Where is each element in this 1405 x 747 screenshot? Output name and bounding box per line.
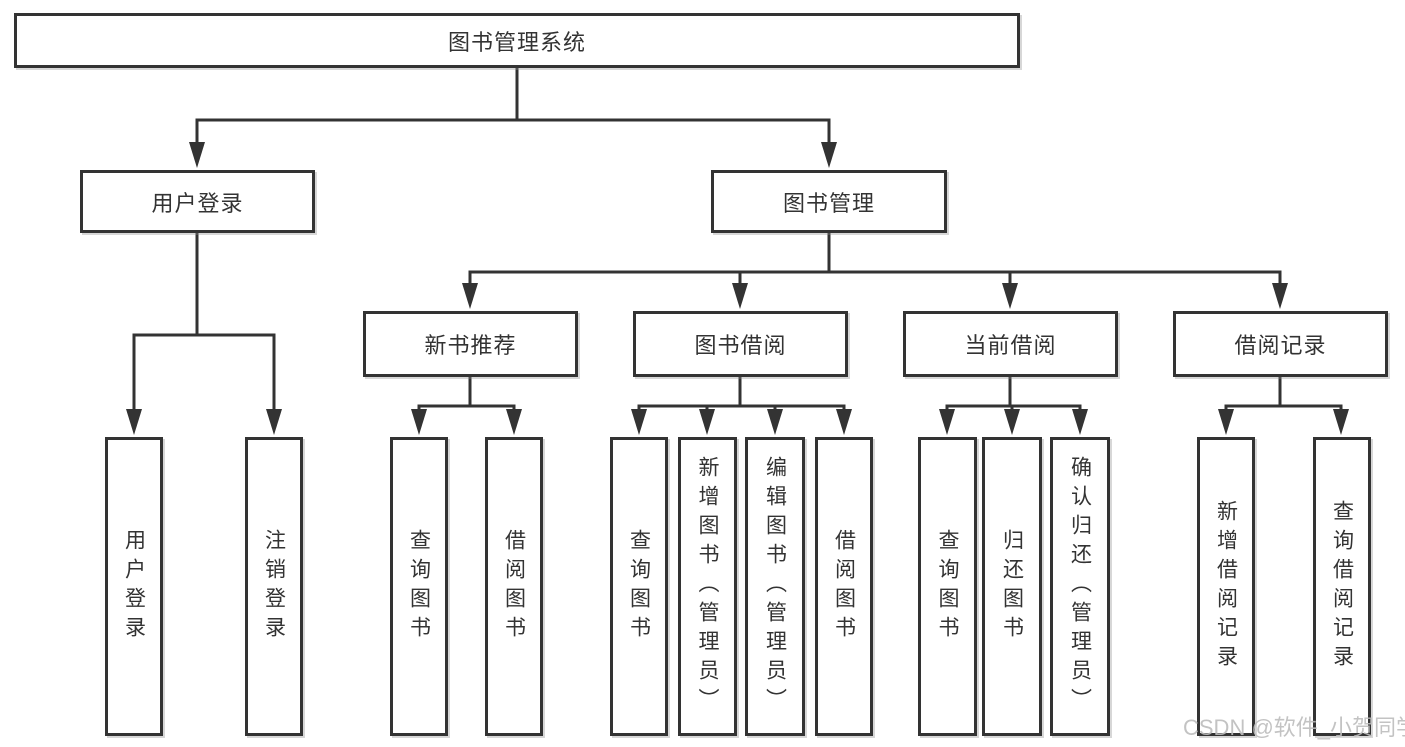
leaf-edit-books-admin: 编辑图书（管理员）	[745, 437, 805, 736]
leaf-query-books-recommend: 查询图书	[390, 437, 448, 736]
leaf-query-borrow-record: 查询借阅记录	[1313, 437, 1371, 736]
node-label: 注销登录	[262, 528, 286, 645]
leaf-add-books-admin: 新增图书（管理员）	[678, 437, 737, 736]
node-label: 新增借阅记录	[1214, 499, 1238, 674]
leaf-logout-login: 注销登录	[245, 437, 303, 736]
node-label: 图书借阅	[694, 333, 787, 358]
arrowhead-icon	[767, 409, 783, 435]
leaf-add-borrow-record: 新增借阅记录	[1197, 437, 1255, 736]
node-label: 查询图书	[936, 528, 959, 645]
node-user-login: 用户登录	[80, 170, 315, 233]
leaf-query-books-current: 查询图书	[918, 437, 977, 736]
node-label: 借阅图书	[502, 528, 526, 645]
arrowhead-icon	[821, 142, 837, 168]
node-label: 确认归还（管理员）	[1068, 456, 1092, 717]
arrowhead-icon	[266, 409, 282, 435]
node-borrowing-records: 借阅记录	[1173, 311, 1388, 377]
node-label: 查询借阅记录	[1330, 499, 1354, 674]
node-label: 用户登录	[122, 528, 146, 645]
csdn-watermark: CSDN @软件_小贺同学	[1183, 715, 1405, 740]
leaf-query-books-borrow: 查询图书	[610, 437, 668, 736]
arrowhead-icon	[1004, 409, 1020, 435]
node-label: 图书管理	[782, 190, 875, 216]
arrowhead-icon	[732, 283, 748, 309]
arrowhead-icon	[836, 409, 852, 435]
node-label: 新书推荐	[424, 333, 517, 358]
leaf-borrow-books-recommend: 借阅图书	[485, 437, 543, 736]
node-library-management-system: 图书管理系统	[14, 13, 1020, 68]
node-label: 新增图书（管理员）	[696, 456, 719, 717]
node-book-borrowing: 图书借阅	[633, 311, 848, 377]
node-label: 图书管理系统	[447, 29, 586, 55]
node-label: 归还图书	[1000, 528, 1024, 645]
arrowhead-icon	[699, 409, 715, 435]
node-label: 查询图书	[627, 528, 651, 645]
arrowhead-icon	[1333, 409, 1349, 435]
arrowhead-icon	[189, 142, 205, 168]
arrowhead-icon	[1072, 409, 1088, 435]
node-new-book-recommendation: 新书推荐	[363, 311, 578, 377]
node-label: 用户登录	[151, 190, 244, 216]
arrowhead-icon	[411, 409, 427, 435]
node-book-management: 图书管理	[711, 170, 947, 233]
arrowhead-icon	[126, 409, 142, 435]
arrowhead-icon	[1218, 409, 1234, 435]
arrowhead-icon	[1002, 283, 1018, 309]
node-label: 查询图书	[407, 528, 431, 645]
leaf-user-login: 用户登录	[105, 437, 163, 736]
leaf-confirm-return-admin: 确认归还（管理员）	[1050, 437, 1110, 736]
arrowhead-icon	[1272, 283, 1288, 309]
arrowhead-icon	[939, 409, 955, 435]
node-label: 当前借阅	[964, 333, 1057, 358]
arrowhead-icon	[462, 283, 478, 309]
leaf-return-books: 归还图书	[982, 437, 1042, 736]
arrowhead-icon	[506, 409, 522, 435]
node-label: 编辑图书（管理员）	[763, 456, 787, 717]
node-current-borrowing: 当前借阅	[903, 311, 1118, 377]
leaf-borrow-books: 借阅图书	[815, 437, 873, 736]
node-label: 借阅记录	[1234, 333, 1327, 358]
node-label: 借阅图书	[832, 528, 856, 645]
arrowhead-icon	[631, 409, 647, 435]
